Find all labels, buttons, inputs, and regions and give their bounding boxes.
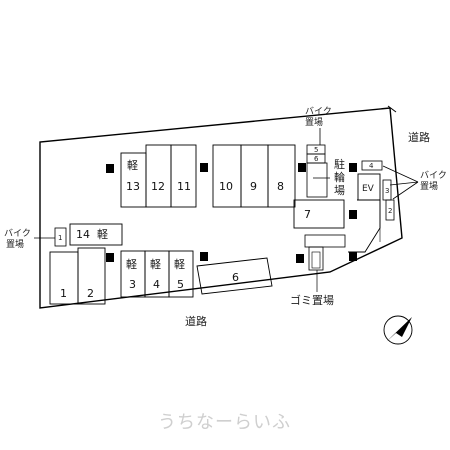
bike-parking-right-line1: バイク bbox=[420, 170, 447, 181]
pillar bbox=[296, 254, 304, 263]
kei-label-14: 軽 bbox=[97, 228, 108, 241]
bike-slot-4: 4 bbox=[369, 162, 374, 170]
bike-slot-1: 1 bbox=[58, 234, 62, 242]
space-6: 6 bbox=[232, 271, 239, 284]
bike-slot-5: 5 bbox=[314, 146, 318, 154]
space-13: 13 bbox=[126, 180, 140, 193]
space-2: 2 bbox=[87, 287, 94, 300]
bike-slot-2: 2 bbox=[388, 207, 392, 215]
bike-parking-top-line2: 置場 bbox=[305, 116, 323, 128]
road-label-bottom: 道路 bbox=[185, 314, 207, 328]
bike-slot-3: 3 bbox=[385, 187, 389, 195]
space-1: 1 bbox=[60, 287, 67, 300]
kei-label-5: 軽 bbox=[174, 258, 185, 271]
space-5: 5 bbox=[177, 278, 184, 291]
space-14: 14 bbox=[76, 228, 90, 241]
space-3: 3 bbox=[129, 278, 136, 291]
kei-label-4: 軽 bbox=[150, 258, 161, 271]
pillar bbox=[106, 253, 114, 262]
pillar bbox=[349, 252, 357, 261]
space-10: 10 bbox=[219, 180, 233, 193]
kei-label-3: 軽 bbox=[126, 258, 137, 271]
elevator-label: EV bbox=[362, 184, 375, 194]
bike-parking-left-line2: 置場 bbox=[6, 238, 24, 250]
north-arrow-icon bbox=[383, 315, 413, 345]
bicycle-parking-line2: 輪 bbox=[334, 170, 345, 184]
bike-parking-top-line1: バイク bbox=[305, 106, 332, 117]
road-label-top-right: 道路 bbox=[408, 130, 430, 144]
garbage-label: ゴミ置場 bbox=[290, 293, 334, 307]
bike-parking-left-line1: バイク bbox=[4, 228, 31, 239]
space-9: 9 bbox=[250, 180, 257, 193]
pillar bbox=[200, 252, 208, 261]
pillar bbox=[298, 163, 306, 172]
pillar bbox=[106, 164, 114, 173]
road-edge-top-right bbox=[387, 105, 397, 113]
kei-label-13: 軽 bbox=[127, 159, 138, 172]
bike-slot-6: 6 bbox=[314, 155, 319, 163]
space-11: 11 bbox=[177, 180, 191, 193]
pillar bbox=[349, 163, 357, 172]
bicycle-parking-line3: 場 bbox=[334, 184, 345, 197]
space-8: 8 bbox=[277, 180, 284, 193]
space-4: 4 bbox=[153, 278, 160, 291]
space-12: 12 bbox=[151, 180, 165, 193]
space-7: 7 bbox=[304, 208, 311, 221]
bike-parking-right-line2: 置場 bbox=[420, 180, 438, 192]
bicycle-parking-line1: 駐 bbox=[334, 157, 345, 171]
property-boundary bbox=[39, 107, 403, 309]
pillar bbox=[349, 210, 357, 219]
watermark: うちなーらいふ bbox=[158, 412, 291, 433]
pillar bbox=[200, 163, 208, 172]
